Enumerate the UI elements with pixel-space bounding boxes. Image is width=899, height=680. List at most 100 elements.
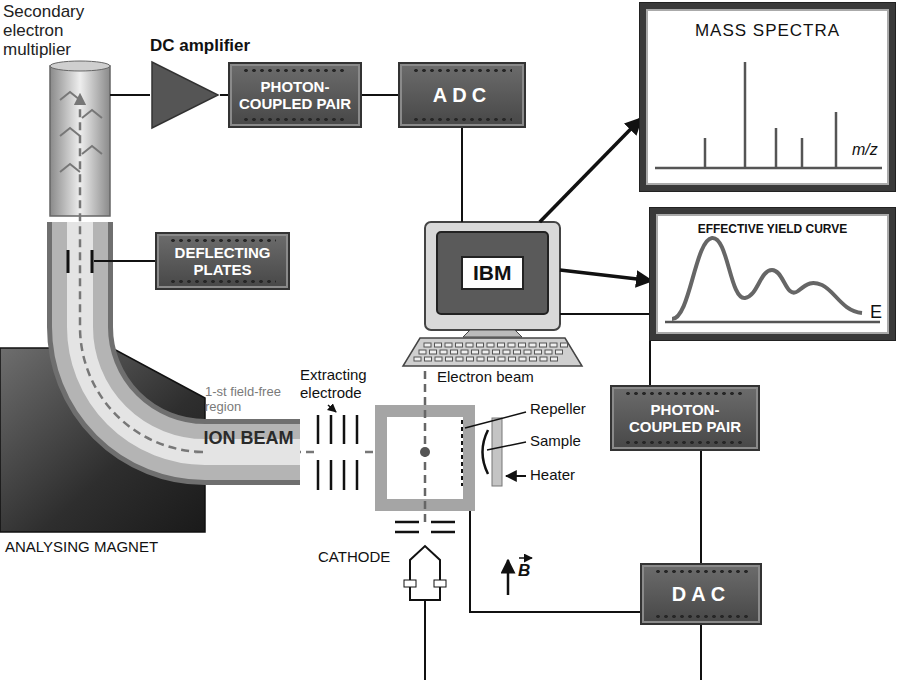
display-panel: EFFECTIVE YIELD CURVEE [650,208,895,340]
key [487,343,494,347]
key [445,343,452,347]
flight-tube [80,222,300,452]
flight-tube-highlight [80,222,300,452]
process-box: DAC [640,563,762,625]
dynode [60,164,80,172]
key [435,357,442,361]
part-label: Sample [530,432,581,450]
part-label: 1-st field-free region [205,384,297,414]
key [498,357,505,361]
multiplier-top [50,61,110,71]
display-panel: MASS SPECTRA m/z [640,3,895,191]
key [456,343,463,347]
keyboard [403,338,582,366]
key [430,350,437,354]
leader-line [487,442,526,450]
monitor-stand [463,330,522,337]
part-label: CATHODE [318,548,390,566]
connector [362,94,398,96]
plate-wire [94,260,155,262]
filament [410,546,440,580]
node-text: m/z [852,141,878,159]
node-text: Secondary electron multiplier [3,2,110,59]
connector [700,451,702,563]
node-text: MASS SPECTRA [646,21,889,41]
dynode [82,110,102,118]
process-box: PHOTON-COUPLED PAIR [228,62,362,128]
extracting-electrodes [318,415,357,490]
peak [775,128,778,168]
cathode-grid [395,522,455,532]
process-box: PHOTON-COUPLED PAIR [610,385,760,451]
key [524,350,531,354]
flight-tube-edge [80,222,300,452]
keys [414,343,568,361]
dac-wire [470,511,640,612]
electrode [317,415,320,490]
key [503,350,510,354]
heater [492,418,502,486]
filament-terminal [434,580,446,587]
key [529,343,536,347]
deflecting-plate [67,250,70,273]
filament-terminal [404,580,416,587]
node-text: PHOTON-COUPLED PAIR [620,401,750,435]
part-label: Repeller [530,400,586,418]
key [472,350,479,354]
computer: IBM [425,222,560,330]
peak [801,138,804,168]
axis [665,321,880,324]
electrode [356,415,359,490]
node-text: DAC [672,583,730,606]
connector [110,94,150,96]
connector [220,94,228,96]
dynode [82,146,102,154]
key [482,350,489,354]
part-label: Extracting electrode [300,366,380,402]
key [535,350,542,354]
leader-arrow [506,475,526,477]
connector [540,120,640,222]
part-label: Heater [530,466,575,484]
node-text: DC amplifier [150,36,250,56]
key [424,343,431,347]
key [540,357,547,361]
ionization-point [420,447,430,457]
key [561,343,568,347]
field-arrow [507,560,510,595]
yield-curve [672,238,862,319]
key [493,350,500,354]
amplifier-symbol [152,62,218,128]
key [551,357,558,361]
monitor-screen [437,232,548,314]
key [540,343,547,347]
dac-wire [700,625,702,680]
key [519,357,526,361]
multiplier: Secondary electron multiplier [3,2,110,215]
key [514,350,521,354]
leader-line [328,405,336,412]
repeller [461,420,463,486]
key [435,343,442,347]
key [461,350,468,354]
electrode [343,415,346,490]
connector [560,270,650,281]
key [545,350,552,354]
process-box: DEFLECTING PLATES [155,232,290,290]
peak [704,138,707,168]
key [509,357,516,361]
key [467,357,474,361]
axis [655,167,882,170]
electron-beam-path [424,366,427,522]
key [550,343,557,347]
ion-beam-tube: ION BEAM [197,424,300,480]
connector [560,314,650,385]
node-text: EFFECTIVE YIELD CURVE [656,222,889,236]
key [556,350,563,354]
leader-line [465,412,526,428]
key [477,343,484,347]
key [530,357,537,361]
key [451,350,458,354]
part-label: ANALYSING MAGNET [5,538,158,556]
